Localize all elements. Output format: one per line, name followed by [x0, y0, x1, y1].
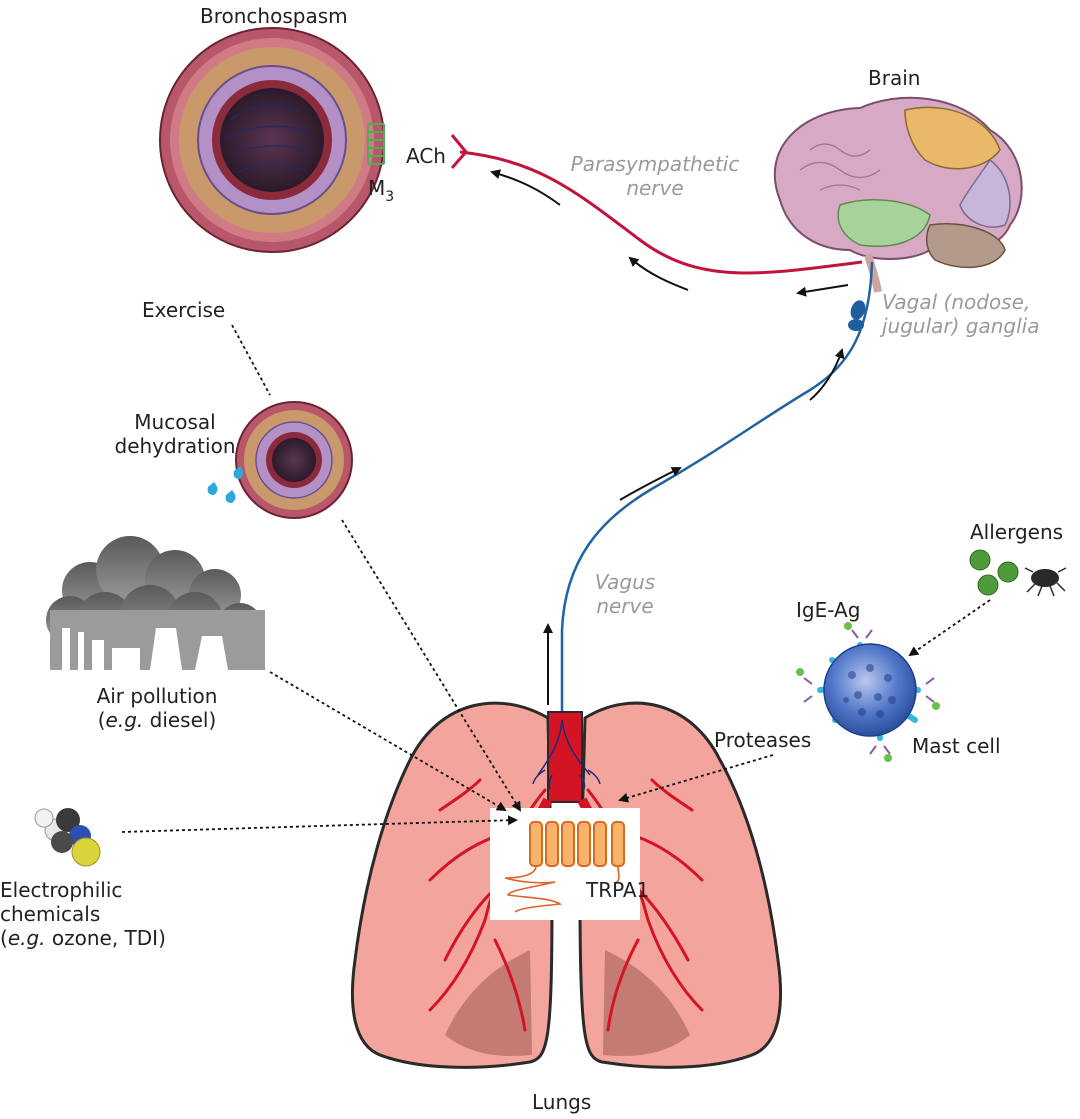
vagus-direction-arrows	[543, 348, 845, 705]
exercise-label: Exercise	[142, 298, 226, 322]
bronchospasm-airway	[159, 27, 385, 253]
mucosal-line1: Mucosal	[134, 410, 216, 434]
dehydrated-airway	[235, 401, 353, 519]
allergen-pollen-icon	[969, 549, 1019, 596]
ige-ag-label: IgE-Ag	[796, 598, 861, 622]
trpa1-channel-box	[490, 808, 640, 920]
lungs-label: Lungs	[532, 1090, 592, 1114]
lungs-illustration	[350, 701, 783, 1069]
electrophilic-line1: Electrophilic	[0, 878, 123, 902]
brain-label: Brain	[868, 66, 921, 90]
proteases-pointer	[618, 754, 774, 803]
mucosal-dehydration-label: Mucosal dehydration	[110, 410, 240, 458]
air-pollution-line2: (e.g. diesel)	[97, 708, 217, 732]
m3-subscript: 3	[385, 189, 395, 205]
mucosal-line2: dehydration	[114, 434, 236, 458]
dehydration-pointer	[341, 519, 522, 812]
vagus-line2: nerve	[596, 594, 654, 618]
mast-cell-illustration	[796, 622, 940, 762]
air-pollution-line1: Air pollution	[96, 684, 218, 708]
vagal-ganglia-label: Vagal (nodose, jugular) ganglia	[882, 290, 1040, 338]
electrophilic-eg: e.g.	[7, 926, 46, 950]
bronchospasm-label: Bronchospasm	[200, 4, 348, 28]
m3-base: M	[368, 176, 386, 200]
electrophilic-line3-rest: ozone, TDI)	[45, 926, 166, 950]
allergens-label: Allergens	[970, 520, 1064, 544]
parasympathetic-nerve	[450, 134, 863, 275]
mast-cell-label: Mast cell	[912, 734, 1001, 758]
m3-label: M3	[368, 176, 395, 205]
vagal-ganglia-icon	[848, 300, 866, 331]
air-pollution-illustration	[46, 536, 265, 670]
air-pollution-label: Air pollution (e.g. diesel)	[72, 684, 242, 732]
vagus-nerve-label: Vagus nerve	[580, 570, 670, 618]
trpa1-label: TRPA1	[586, 878, 650, 902]
ach-label: ACh	[406, 144, 446, 168]
air-pollution-line2-rest: diesel)	[143, 708, 217, 732]
electrophilic-chemicals-label: Electrophilic chemicals (e.g. ozone, TDI…	[0, 878, 166, 950]
vagus-nerve	[560, 261, 874, 720]
parasympathetic-nerve-label: Parasympathetic nerve	[560, 152, 750, 200]
electrophilic-line3: (e.g. ozone, TDI)	[0, 926, 166, 950]
exercise-pointer	[231, 324, 271, 396]
vagal-line1: Vagal (nodose,	[882, 290, 1031, 314]
vagus-line1: Vagus	[594, 570, 656, 594]
dust-mite-icon	[1024, 567, 1067, 597]
parasympathetic-direction-arrows	[490, 169, 849, 297]
water-drop-icon	[207, 466, 243, 503]
electrophilic-molecule-icon	[34, 808, 101, 867]
proteases-label: Proteases	[714, 728, 812, 752]
parasympathetic-line1: Parasympathetic	[570, 152, 740, 176]
vagal-line2: jugular) ganglia	[882, 314, 1040, 338]
allergen-pointer	[908, 599, 991, 657]
dotted-pointer-lines	[121, 324, 991, 833]
electrophilic-line2: chemicals	[0, 902, 101, 926]
m3-receptor-icon	[367, 123, 385, 165]
brain-illustration	[773, 96, 1023, 293]
air-pollution-eg: e.g.	[105, 708, 144, 732]
parasympathetic-line2: nerve	[626, 176, 684, 200]
